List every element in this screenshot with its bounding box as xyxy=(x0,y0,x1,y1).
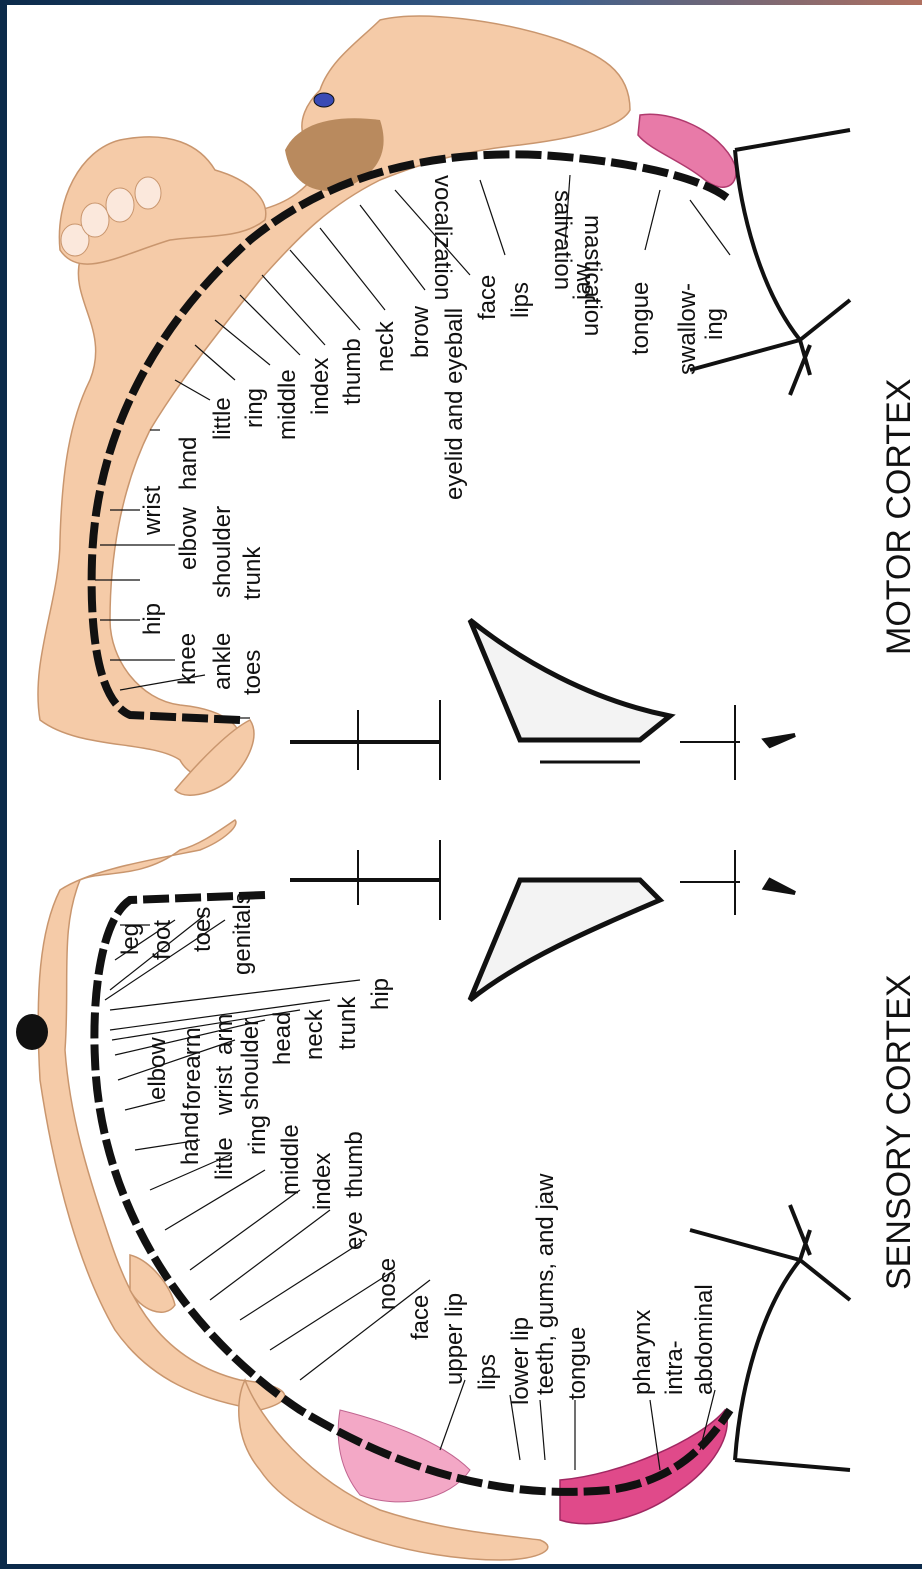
motor-label-shoulder: shoulder xyxy=(209,506,236,598)
sensory-label-hip: hip xyxy=(367,978,394,1010)
motor-label-swallowing-1: swallow- xyxy=(674,283,701,375)
sensory-label-lower-lip: lower lip xyxy=(507,1317,534,1405)
motor-label-middle: middle xyxy=(274,369,301,440)
sensory-label-middle: middle xyxy=(277,1124,304,1195)
sensory-label-little: little xyxy=(211,1137,238,1180)
motor-label-eyelid-eyeball: eyelid and eyeball xyxy=(441,308,468,500)
motor-label-neck: neck xyxy=(372,320,399,372)
motor-label-elbow: elbow xyxy=(175,507,202,570)
sensory-label-thumb: thumb xyxy=(341,1131,368,1198)
sensory-cortex-title: SENSORY CORTEX xyxy=(880,974,918,1290)
sensory-label-face: face xyxy=(407,1295,434,1340)
sensory-label-teeth-gums-jaw: teeth, gums, and jaw xyxy=(532,1173,559,1395)
sensory-label-index: index xyxy=(309,1153,336,1210)
sensory-label-elbow: elbow xyxy=(144,1037,171,1100)
motor-label-little: little xyxy=(209,397,236,440)
sensory-lips-shape xyxy=(338,1410,470,1502)
sensory-label-arm: arm xyxy=(211,1014,238,1055)
sensory-label-foot: foot xyxy=(149,920,176,960)
eye-icon xyxy=(314,93,334,107)
motor-label-swallowing-2: ing xyxy=(701,308,728,340)
motor-label-hip: hip xyxy=(139,603,166,635)
motor-label-knee: knee xyxy=(174,633,201,685)
motor-label-thumb: thumb xyxy=(339,338,366,405)
sensory-label-nose: nose xyxy=(374,1258,401,1310)
sensory-label-pharynx: pharynx xyxy=(629,1310,656,1395)
sensory-label-forearm: forearm xyxy=(179,1027,206,1110)
sensory-label-ring: ring xyxy=(244,1115,271,1155)
motor-label-ankle: ankle xyxy=(209,633,236,690)
sensory-label-lips: lips xyxy=(474,1354,501,1390)
sensory-label-head: head xyxy=(269,1012,296,1065)
motor-label-index: index xyxy=(307,358,334,415)
sensory-label-neck: neck xyxy=(301,1008,328,1060)
motor-label-hand: hand xyxy=(175,437,202,490)
sensory-label-genitals: genitals xyxy=(229,892,256,975)
sensory-cortex-arc xyxy=(94,895,730,1492)
sensory-label-shoulder: shoulder xyxy=(237,1018,264,1110)
motor-cortex-panel: toes ankle knee hip trunk shoulder elbow… xyxy=(38,16,918,795)
motor-label-face: face xyxy=(474,275,501,320)
motor-label-tongue: tongue xyxy=(627,282,654,355)
motor-label-wrist: wrist xyxy=(139,485,166,536)
sensory-label-toes: toes xyxy=(189,907,216,952)
sensory-label-hand: hand xyxy=(177,1112,204,1165)
sensory-label-intra-abdominal-2: abdominal xyxy=(691,1284,718,1395)
sensory-label-trunk: trunk xyxy=(334,996,361,1050)
sensory-label-leg: leg xyxy=(117,923,144,955)
sensory-homunculus-head xyxy=(16,1014,48,1050)
sensory-cortex-panel: leg foot toes genitals hip trunk neck he… xyxy=(16,820,918,1560)
sensory-label-tongue: tongue xyxy=(564,1327,591,1400)
motor-label-trunk: trunk xyxy=(239,546,266,600)
sensory-label-upper-lip: upper lip xyxy=(441,1293,468,1385)
sensory-label-wrist: wrist xyxy=(211,1065,238,1116)
motor-label-ring: ring xyxy=(241,388,268,428)
sensory-tongue-shape xyxy=(560,1410,727,1524)
motor-cortex-title: MOTOR CORTEX xyxy=(880,379,918,655)
motor-label-vocalization: vocalization xyxy=(429,175,456,300)
sensory-label-intra-abdominal-1: intra- xyxy=(661,1340,688,1395)
motor-label-toes: toes xyxy=(239,650,266,695)
sensory-label-eye: eye xyxy=(341,1211,368,1250)
motor-label-salivation: salivation xyxy=(549,190,576,290)
motor-label-brow: brow xyxy=(407,305,434,358)
motor-label-lips: lips xyxy=(507,282,534,318)
motor-label-mastication: mastication xyxy=(579,215,606,336)
